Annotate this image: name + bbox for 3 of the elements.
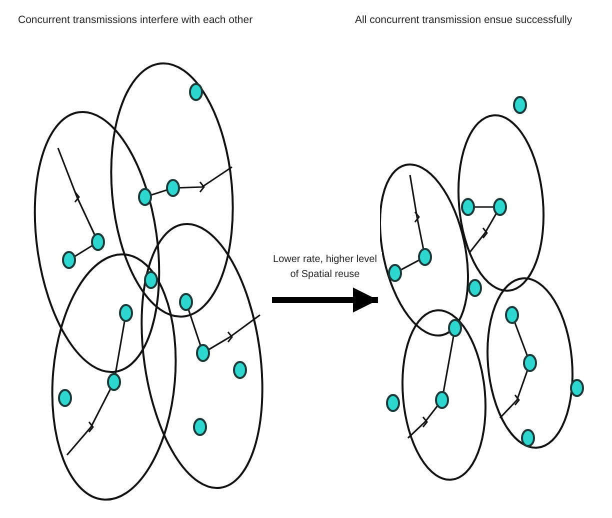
heading: Concurrent transmissions interfere with each other <box>18 14 253 26</box>
heading: All concurrent transmission ensue successfully <box>355 14 572 26</box>
arrow <box>272 287 378 313</box>
